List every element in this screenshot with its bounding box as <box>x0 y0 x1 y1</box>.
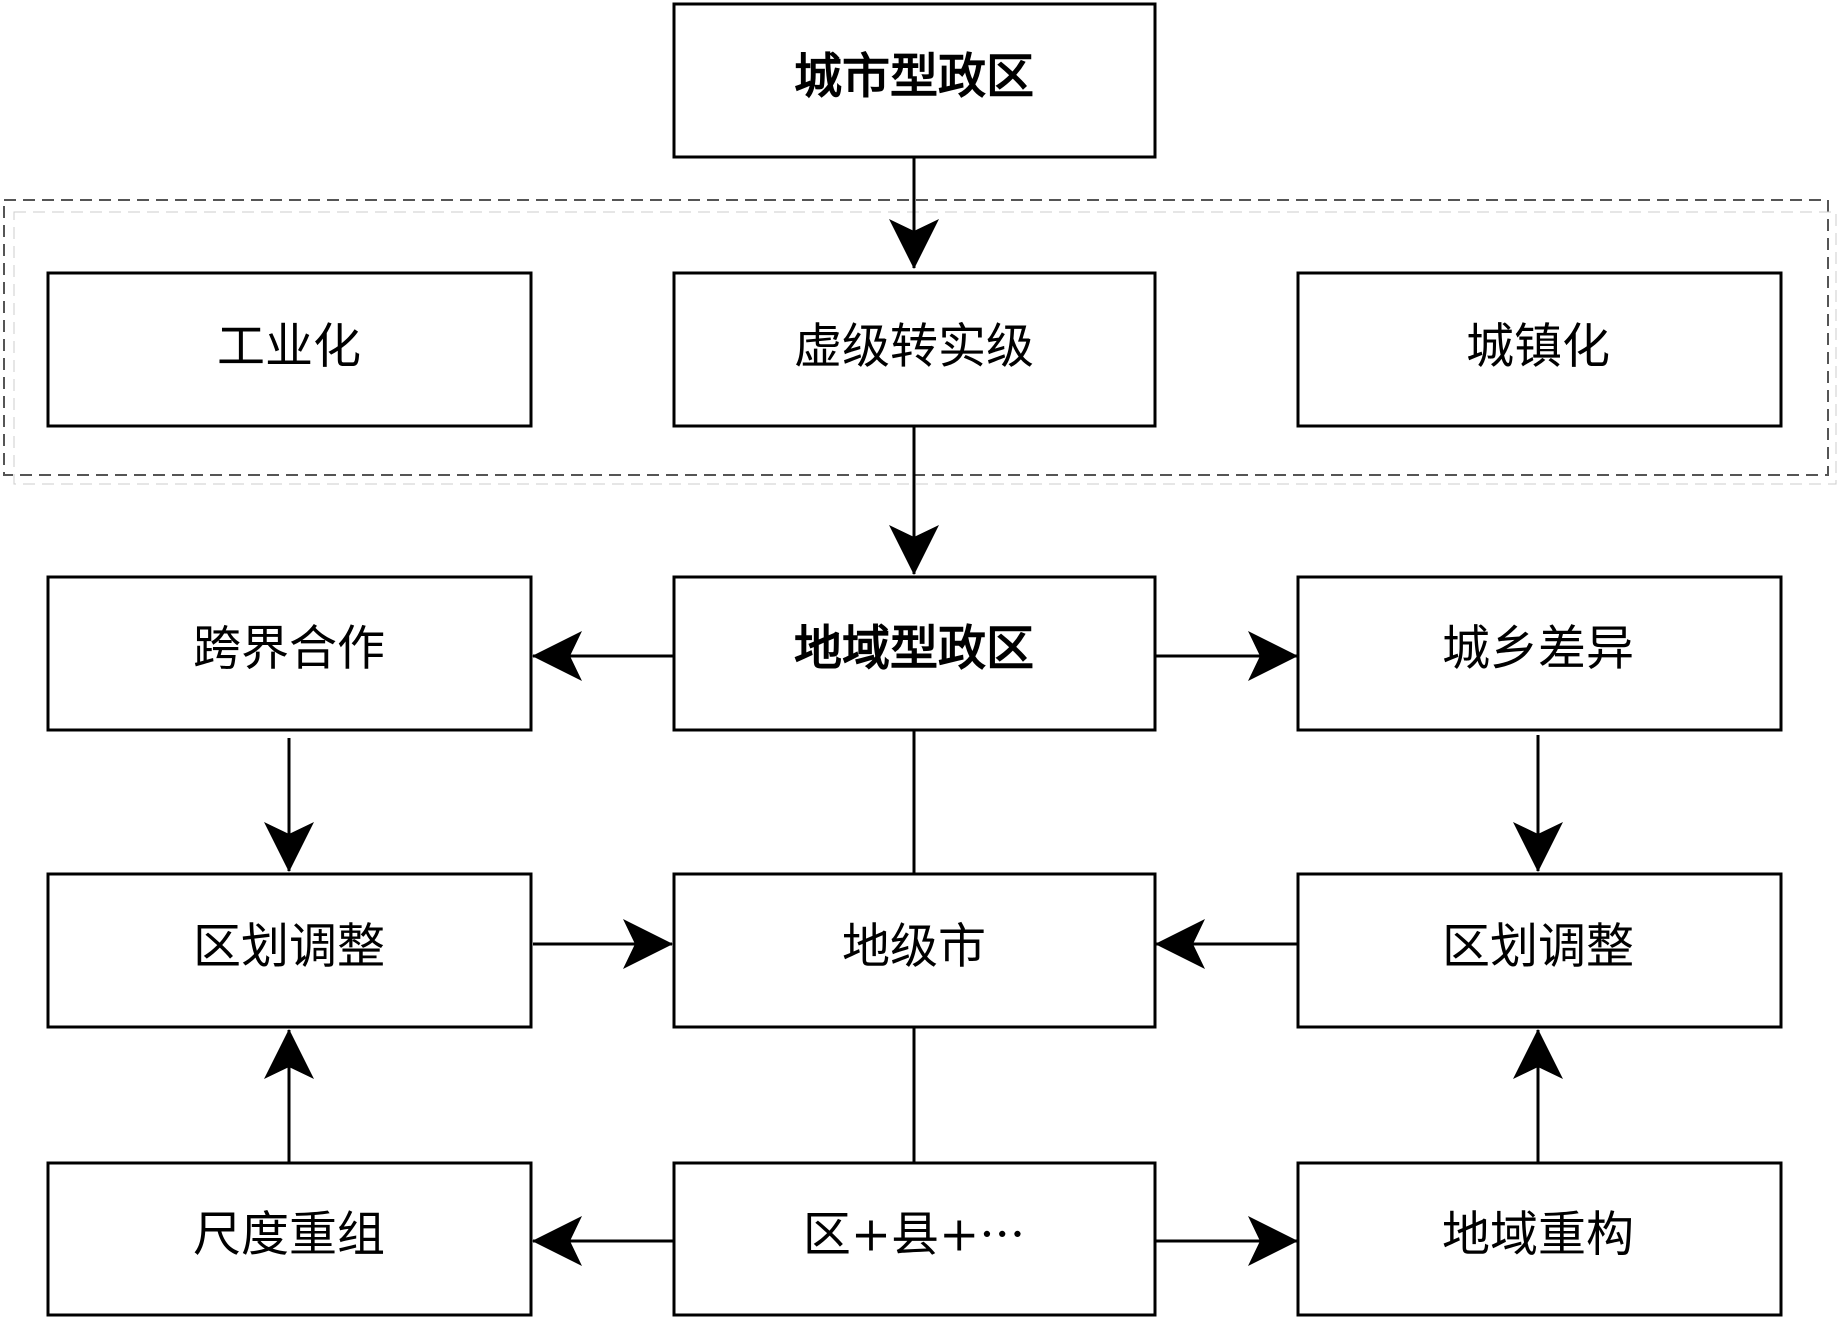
dashed-group-frame <box>3 199 1829 476</box>
node-label: 工业化 <box>217 319 361 375</box>
node-cross-border: 跨界合作 <box>46 575 533 732</box>
node-regional-type: 地域型政区 <box>672 575 1157 732</box>
node-scale-reorg: 尺度重组 <box>46 1161 533 1317</box>
node-label: 城乡差异 <box>1442 621 1634 677</box>
node-prefecture-city: 地级市 <box>672 872 1157 1029</box>
node-label: 区划调整 <box>193 919 385 975</box>
dashed-group-frame-inner <box>13 211 1837 485</box>
node-urbanization: 城镇化 <box>1296 271 1783 428</box>
node-zoning-adjust-left: 区划调整 <box>46 872 533 1029</box>
node-label: 城镇化 <box>1466 319 1610 375</box>
node-label: 地域重构 <box>1442 1207 1634 1263</box>
node-label: 区+县+··· <box>803 1207 1025 1263</box>
node-label: 区划调整 <box>1442 919 1634 975</box>
node-district-county: 区+县+··· <box>672 1161 1157 1317</box>
node-city-type: 城市型政区 <box>672 2 1157 159</box>
node-regional-restructure: 地域重构 <box>1296 1161 1783 1317</box>
node-label: 地域型政区 <box>794 621 1034 677</box>
node-industrialization: 工业化 <box>46 271 533 428</box>
node-zoning-adjust-right: 区划调整 <box>1296 872 1783 1029</box>
node-urban-rural-gap: 城乡差异 <box>1296 575 1783 732</box>
node-virtual-to-real: 虚级转实级 <box>672 271 1157 428</box>
node-label: 虚级转实级 <box>794 319 1034 375</box>
node-label: 尺度重组 <box>193 1207 385 1263</box>
node-label: 跨界合作 <box>193 621 385 677</box>
node-label: 地级市 <box>842 919 986 975</box>
node-label: 城市型政区 <box>794 49 1034 105</box>
